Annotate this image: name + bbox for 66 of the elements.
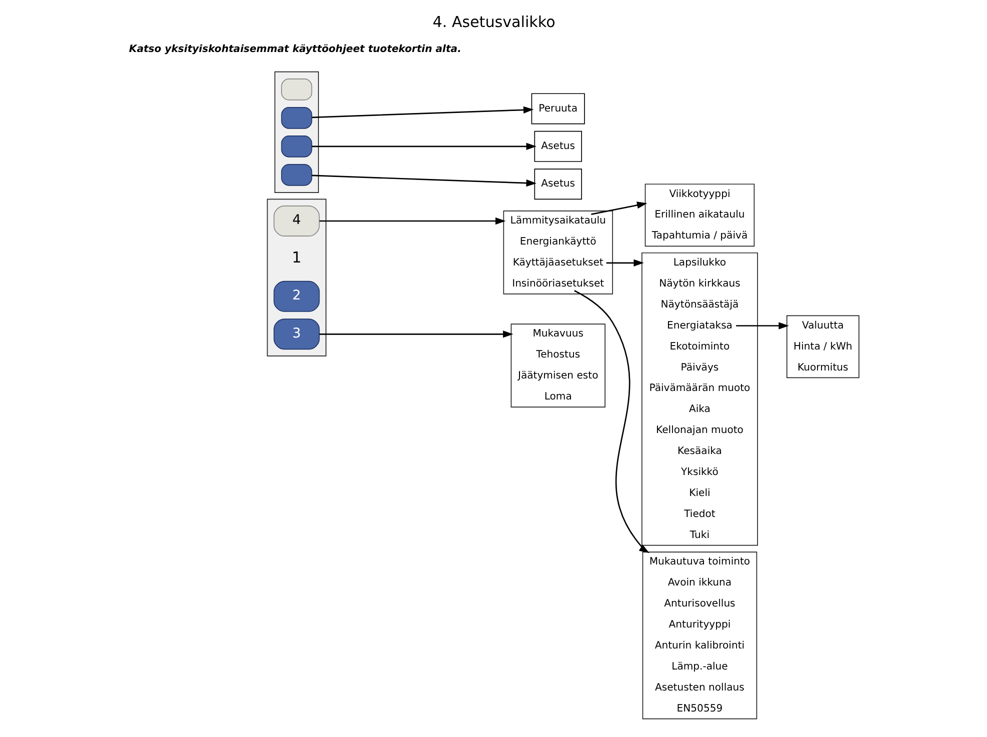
node-text: Erillinen aikataulu	[654, 210, 744, 221]
node-text: Valuutta	[802, 320, 844, 332]
node-box: Asetus	[534, 130, 582, 162]
node-text: Yksikkö	[680, 467, 718, 478]
node-box	[280, 107, 312, 129]
arrow	[606, 259, 644, 266]
arrow	[311, 106, 534, 118]
node-text: Kieli	[688, 488, 710, 499]
node-text: Päiväys	[680, 362, 718, 374]
node-text: Kuormitus	[797, 362, 848, 374]
node-text: Lämp.-alue	[671, 661, 728, 672]
node-text: Lapsilukko	[672, 258, 726, 269]
node-text: Mukavuus	[532, 328, 583, 340]
cluster	[510, 324, 605, 408]
cluster	[640, 252, 758, 546]
node-text: Anturisovellus	[664, 598, 735, 610]
node-text: Kesäaika	[677, 446, 722, 458]
node-text: Aika	[688, 404, 710, 416]
cluster	[274, 71, 318, 193]
node-text: Lämmitysaikataulu	[510, 216, 606, 227]
arrow	[318, 330, 513, 338]
node-text: Tehostus	[536, 350, 580, 361]
node-text: Viikkotyyppi	[668, 188, 730, 200]
node-text: Insinööriasetukset	[512, 278, 604, 290]
node-text: Jäätymisen esto	[517, 370, 598, 382]
node-text: Käyttäjäasetukset	[512, 258, 603, 269]
node-text: Energiankäyttö	[519, 236, 596, 248]
node-text: Mukautuva toiminto	[648, 556, 750, 568]
node-box: Asetus	[534, 168, 582, 200]
node-text: Anturityyppi	[668, 620, 730, 631]
node-text: Asetusten nollaus	[654, 682, 744, 694]
arrow	[574, 290, 649, 554]
node-text: Avoin ikkuna	[667, 578, 732, 589]
diagram-title: 4. Asetusvalikko	[432, 12, 555, 31]
cluster	[644, 184, 754, 247]
node-box: 3	[273, 318, 320, 350]
node-text: Loma	[544, 392, 572, 403]
node-text: Kellonajan muoto	[656, 425, 743, 436]
node-text: Hinta / kWh	[793, 341, 852, 352]
node-text: Tuki	[689, 530, 710, 541]
arrow	[318, 217, 506, 225]
node-text: Näytönsäästäjä	[660, 299, 738, 310]
cluster	[642, 552, 757, 720]
node-text: Energiataksa	[666, 320, 732, 332]
arrow	[311, 142, 536, 150]
node-text: Anturin kalibrointi	[654, 640, 744, 652]
cluster	[786, 315, 859, 378]
arrow	[736, 322, 788, 330]
node-text: 1	[291, 248, 301, 266]
node-text: Näytön kirkkaus	[658, 278, 740, 290]
label: Katso yksityiskohtaisemmat käyttöohjeet tuotekortin alta.	[128, 44, 461, 55]
node-text: Ekotoiminto	[669, 341, 730, 352]
cluster	[502, 210, 612, 294]
node-box	[280, 164, 312, 186]
node-text: Tiedot	[684, 508, 715, 520]
node-box	[280, 136, 312, 158]
node-box: 4	[273, 206, 320, 237]
node-box: Peruuta	[530, 93, 584, 124]
node-box: 2	[273, 280, 320, 312]
arrow	[311, 174, 536, 187]
node-text: Tapahtumia / päivä	[651, 230, 748, 242]
arrow	[590, 202, 647, 215]
node-text: Päivämäärän muoto	[648, 383, 750, 394]
node-text: EN50559	[676, 703, 722, 714]
cluster	[266, 198, 326, 356]
node-box	[280, 78, 312, 100]
